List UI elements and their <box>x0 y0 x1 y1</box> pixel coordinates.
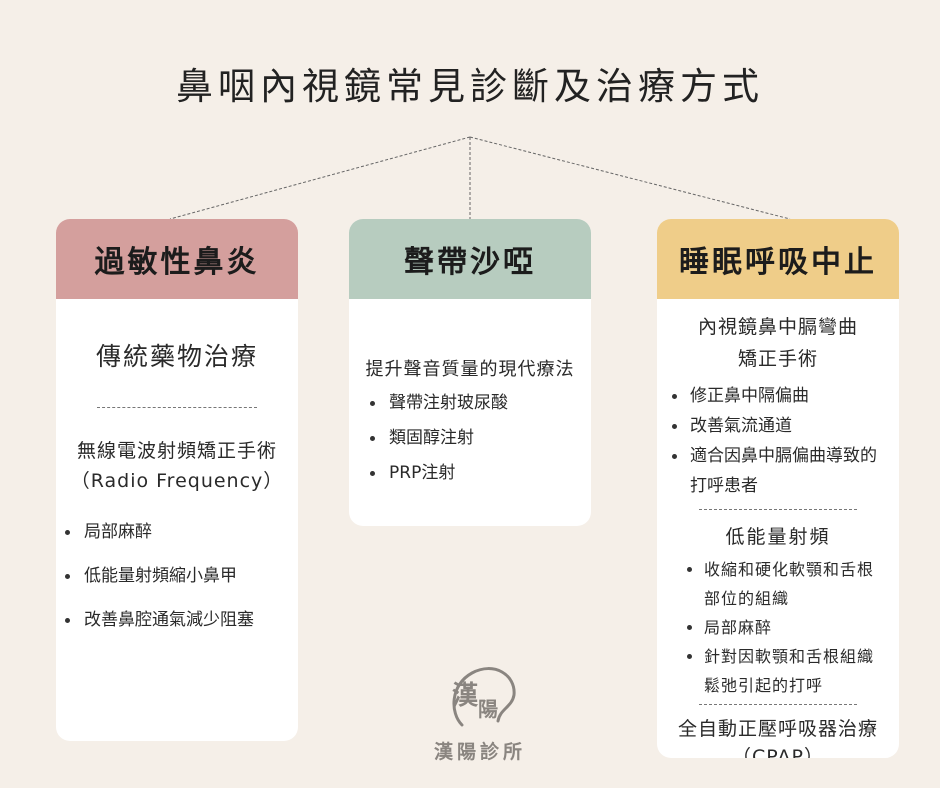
list-item: 改善鼻腔通氣減少阻塞 <box>65 608 298 632</box>
list-item: 收縮和硬化軟顎和舌根部位的組織 <box>687 555 899 613</box>
list-item: 聲帶注射玻尿酸 <box>370 391 591 415</box>
list-item: PRP注射 <box>370 461 591 485</box>
treatment-title-line: （CPAP） <box>732 746 824 758</box>
treatment-title: 無線電波射頻矯正手術 （Radio Frequency） <box>56 436 298 496</box>
divider <box>699 509 857 510</box>
divider <box>97 407 257 408</box>
list-item: 修正鼻中隔偏曲 <box>672 381 899 411</box>
treatment-title: 低能量射頻 <box>725 526 831 548</box>
list-item: 改善氣流通道 <box>672 411 899 441</box>
divider <box>699 704 857 705</box>
card-allergic-rhinitis: 過敏性鼻炎 傳統藥物治療 無線電波射頻矯正手術 （Radio Frequency… <box>56 219 298 741</box>
clinic-name: 漢陽診所 <box>433 741 526 763</box>
list-item: 低能量射頻縮小鼻甲 <box>65 564 298 588</box>
logo-character: 陽 <box>478 697 498 721</box>
treatment-title-line: 全自動正壓呼吸器治療 <box>677 718 878 740</box>
treatment-title-line: （Radio Frequency） <box>70 470 284 492</box>
treatment-title-line: 無線電波射頻矯正手術 <box>76 440 277 462</box>
treatment-title-line: 內視鏡鼻中膈彎曲 <box>697 316 858 338</box>
bullet-list: 聲帶注射玻尿酸 類固醇注射 PRP注射 <box>349 391 591 485</box>
treatment-title: 傳統藥物治療 <box>95 342 258 371</box>
treatment-title: 提升聲音質量的現代療法 <box>365 359 575 380</box>
list-item: 局部麻醉 <box>65 520 298 544</box>
treatment-title: 內視鏡鼻中膈彎曲 矯正手術 <box>657 311 899 375</box>
clinic-logo: 漢 陽 漢陽診所 <box>420 663 540 773</box>
treatment-title: 全自動正壓呼吸器治療 （CPAP） <box>657 715 899 758</box>
logo-character: 漢 <box>452 681 479 711</box>
ear-logo-icon <box>452 667 516 727</box>
bullet-list: 收縮和硬化軟顎和舌根部位的組織 局部麻醉 針對因軟顎和舌根組織鬆弛引起的打呼 <box>657 555 899 700</box>
bullet-list: 局部麻醉 低能量射頻縮小鼻甲 改善鼻腔通氣減少阻塞 <box>56 520 298 632</box>
list-item: 適合因鼻中膈偏曲導致的打呼患者 <box>672 441 899 501</box>
card-header: 聲帶沙啞 <box>349 219 591 299</box>
list-item: 類固醇注射 <box>370 426 591 450</box>
card-hoarseness: 聲帶沙啞 提升聲音質量的現代療法 聲帶注射玻尿酸 類固醇注射 PRP注射 <box>349 219 591 526</box>
page-title: 鼻咽內視鏡常見診斷及治療方式 <box>176 65 764 108</box>
card-header: 睡眠呼吸中止 <box>657 219 899 299</box>
list-item: 針對因軟顎和舌根組織鬆弛引起的打呼 <box>687 642 899 700</box>
list-item: 局部麻醉 <box>687 613 899 642</box>
bullet-list: 修正鼻中隔偏曲 改善氣流通道 適合因鼻中膈偏曲導致的打呼患者 <box>657 381 899 501</box>
card-header: 過敏性鼻炎 <box>56 219 298 299</box>
treatment-title-line: 矯正手術 <box>737 348 818 370</box>
card-sleep-apnea: 睡眠呼吸中止 內視鏡鼻中膈彎曲 矯正手術 修正鼻中隔偏曲 改善氣流通道 適合因鼻… <box>657 219 899 758</box>
